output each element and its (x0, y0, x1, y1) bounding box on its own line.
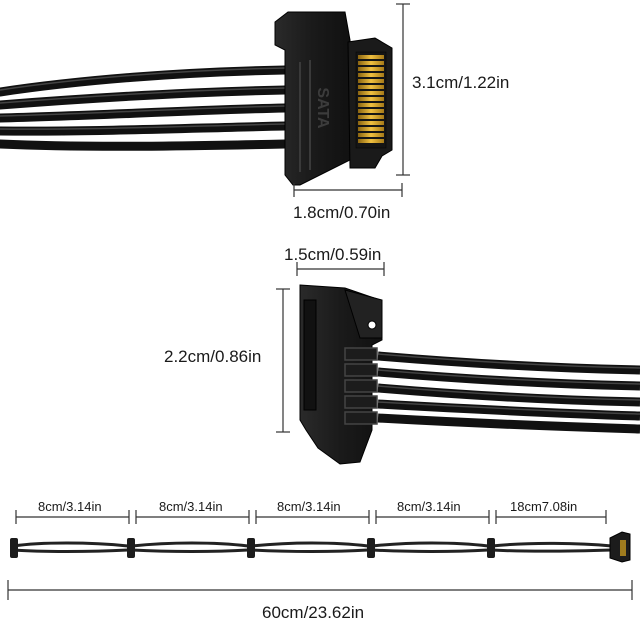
segment-label-4: 8cm/3.14in (397, 499, 461, 514)
top-width-dimension (293, 183, 403, 197)
segment-label-1: 8cm/3.14in (38, 499, 102, 514)
middle-connector-width-label: 1.5cm/0.59in (284, 245, 382, 264)
middle-sata-connector (299, 284, 383, 465)
top-height-dimension (396, 3, 410, 176)
cable-connector-1 (10, 538, 18, 558)
cable-connector-2 (127, 538, 135, 558)
total-length-label: 60cm/23.62in (262, 603, 365, 622)
top-connector-height-label: 3.1cm/1.22in (412, 73, 510, 92)
top-sata-connector: SATA (274, 11, 393, 186)
total-length-dimension (7, 580, 633, 600)
middle-height-dimension (276, 288, 290, 433)
cable-connector-3 (247, 538, 255, 558)
top-cable-wires (0, 65, 290, 151)
segment-label-5: 18cm7.08in (510, 499, 578, 514)
top-connector-width-label: 1.8cm/0.70in (293, 203, 391, 222)
segment-label-2: 8cm/3.14in (159, 499, 223, 514)
cable-connector-4 (367, 538, 375, 558)
cable-connector-5 (487, 538, 495, 558)
gold-contacts (358, 55, 384, 143)
full-cable (10, 531, 631, 563)
middle-cable-wires (377, 351, 640, 434)
segment-dimensions (15, 510, 607, 524)
sata-logo-text: SATA (314, 87, 331, 129)
middle-width-dimension (296, 262, 385, 276)
segment-label-3: 8cm/3.14in (277, 499, 341, 514)
middle-connector-height-label: 2.2cm/0.86in (164, 347, 262, 366)
